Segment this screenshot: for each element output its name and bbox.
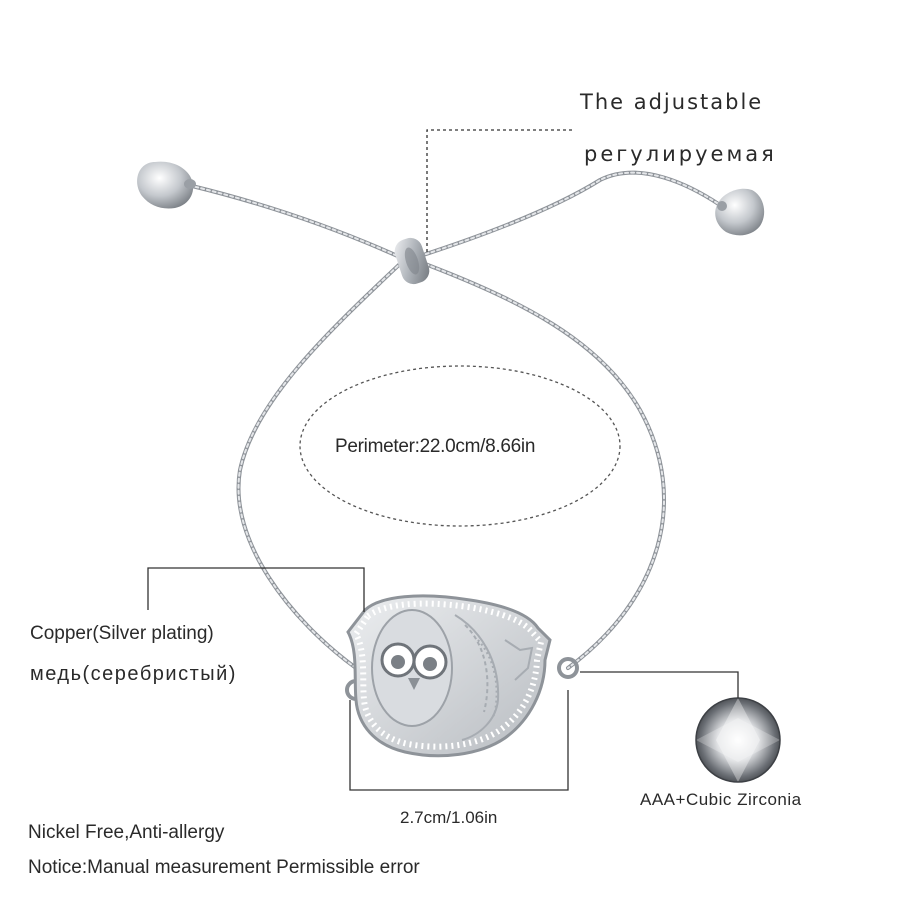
- nickel-free-note: Nickel Free,Anti-allergy: [28, 822, 225, 843]
- left-end-bead: [137, 161, 196, 209]
- adjustable-label-en: The adjustable: [580, 90, 764, 114]
- callout-lines: [147, 129, 739, 791]
- owl-pendant: [345, 594, 579, 758]
- adjustable-label-ru: регулируемая: [584, 142, 777, 166]
- measurement-notice: Notice:Manual measurement Permissible er…: [28, 857, 420, 878]
- chain: [190, 170, 722, 670]
- perimeter-label: Perimeter:22.0cm/8.66in: [335, 436, 536, 457]
- zirconia-stone-icon: [695, 697, 781, 783]
- material-label-ru: медь(серебристый): [30, 663, 237, 685]
- slider-bead: [394, 237, 430, 285]
- stone-label: AAA+Cubic Zirconia: [640, 790, 802, 809]
- pendant-width-label: 2.7cm/1.06in: [400, 808, 498, 827]
- material-label-en: Copper(Silver plating): [30, 623, 214, 644]
- right-end-bead: [715, 188, 765, 236]
